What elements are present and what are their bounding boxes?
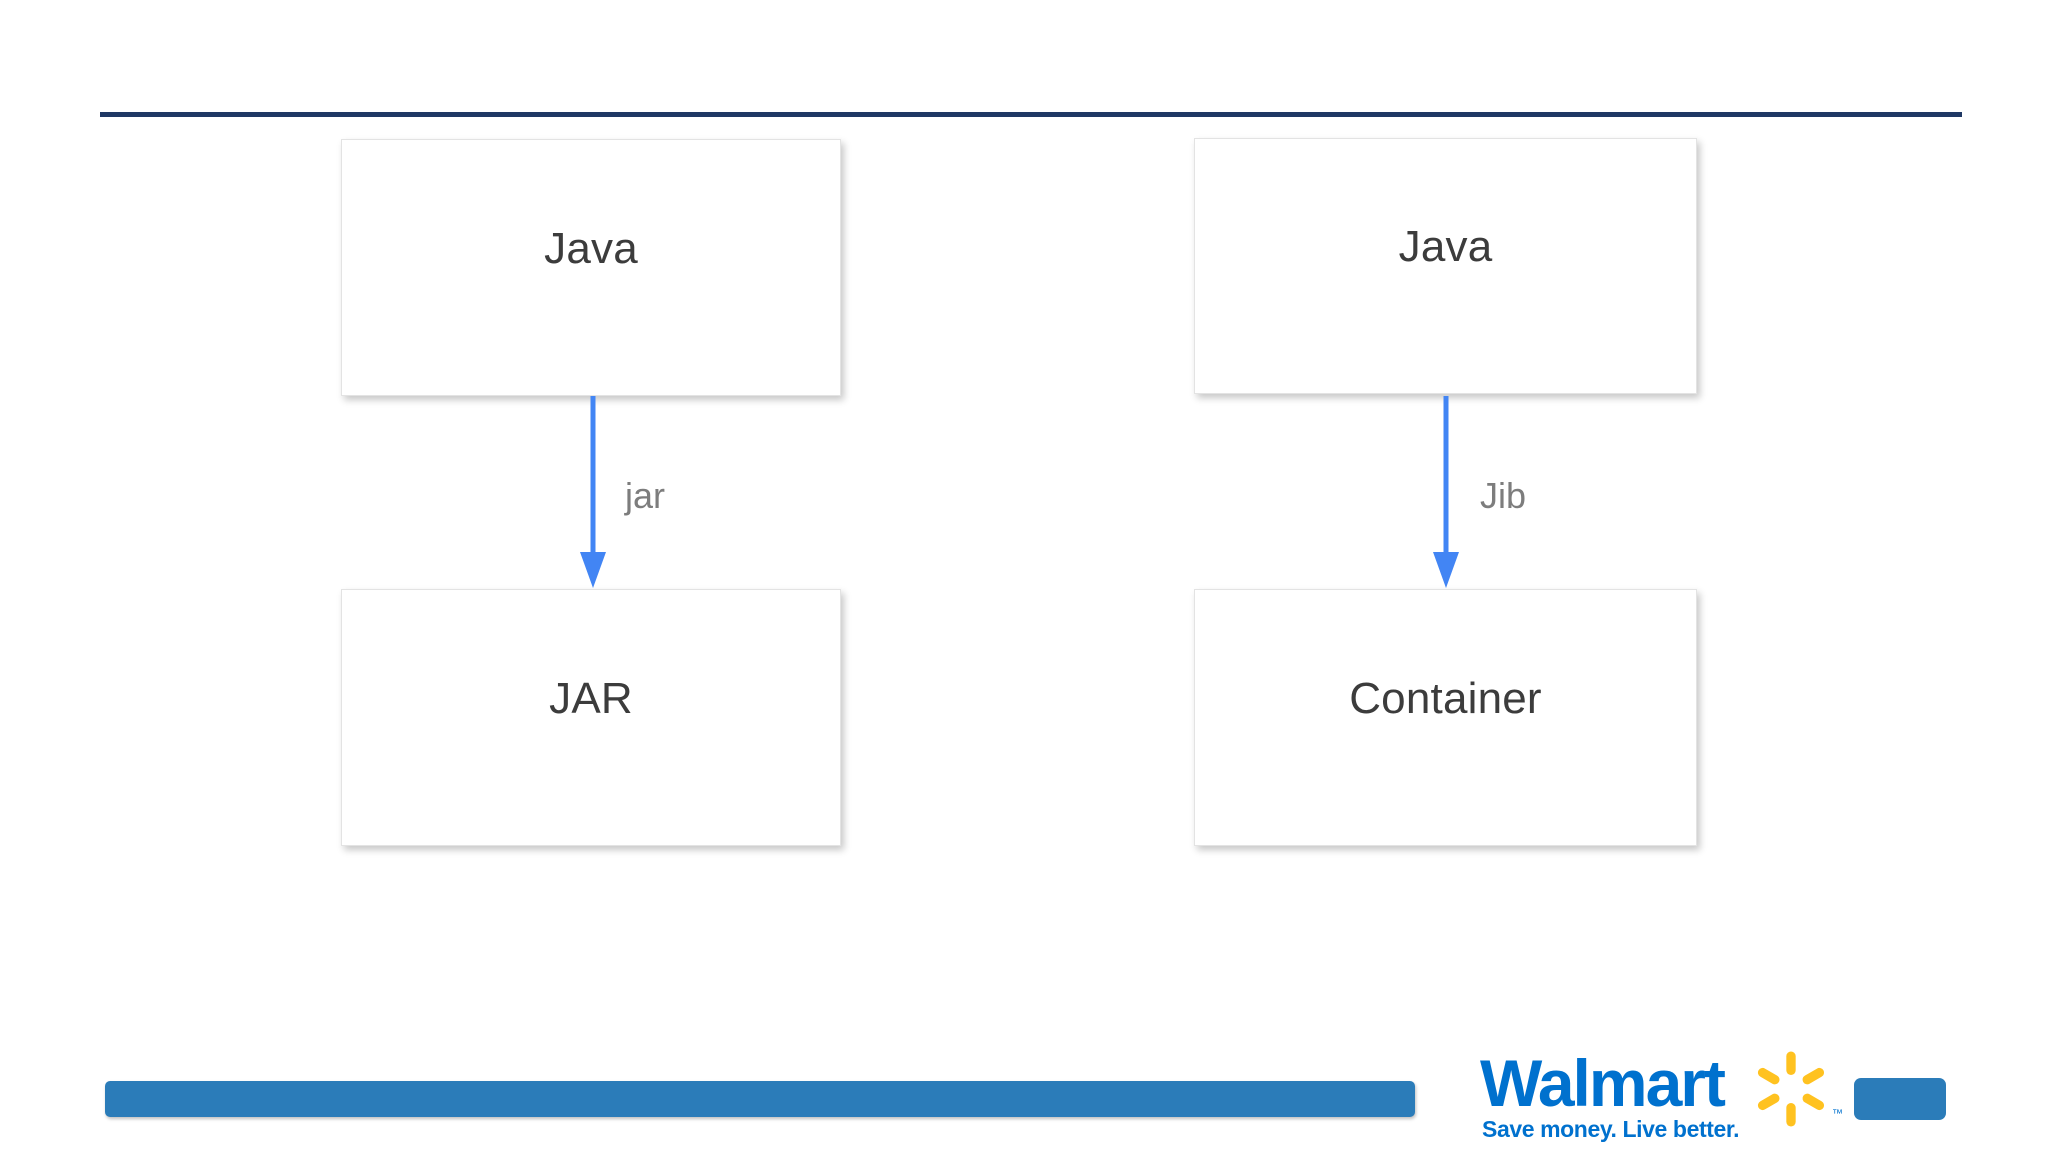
- node-java-left-label: Java: [544, 223, 638, 273]
- spark-icon-svg: [1757, 1051, 1825, 1127]
- node-java-left[interactable]: Java: [341, 139, 841, 396]
- node-java-left-label-wrap: Java: [342, 140, 840, 395]
- walmart-tagline: Save money. Live better.: [1482, 1116, 1740, 1142]
- node-java-right-label-wrap: Java: [1195, 139, 1696, 393]
- walmart-logo: Walmart Save money. Live better. ™: [1480, 1046, 1850, 1142]
- top-divider-rule: [100, 112, 1962, 117]
- node-container-label-wrap: Container: [1195, 590, 1696, 845]
- footer-accent-bar: [105, 1081, 1415, 1117]
- walmart-wordmark: Walmart: [1480, 1046, 1726, 1120]
- node-java-right-label: Java: [1398, 222, 1493, 271]
- connector-arrow-jar: [573, 396, 613, 590]
- node-jar[interactable]: JAR: [341, 589, 841, 846]
- connector-arrow-jar-svg: [580, 396, 606, 588]
- edge-label-jib: Jib: [1480, 475, 1527, 516]
- connector-arrow-jib-svg: [1433, 396, 1459, 588]
- edge-label-jar: jar: [625, 475, 666, 516]
- node-jar-label: JAR: [549, 673, 633, 723]
- walmart-spark-icon: [1752, 1050, 1830, 1128]
- node-container[interactable]: Container: [1194, 589, 1697, 846]
- arrowhead-icon: [1433, 552, 1459, 588]
- node-java-right[interactable]: Java: [1194, 138, 1697, 394]
- node-jar-label-wrap: JAR: [342, 590, 840, 845]
- connector-arrow-jib: [1426, 396, 1466, 590]
- walmart-trademark: ™: [1832, 1108, 1843, 1120]
- arrowhead-icon: [580, 552, 606, 588]
- footer-accent-chip: [1854, 1078, 1946, 1120]
- node-container-label: Container: [1349, 673, 1542, 723]
